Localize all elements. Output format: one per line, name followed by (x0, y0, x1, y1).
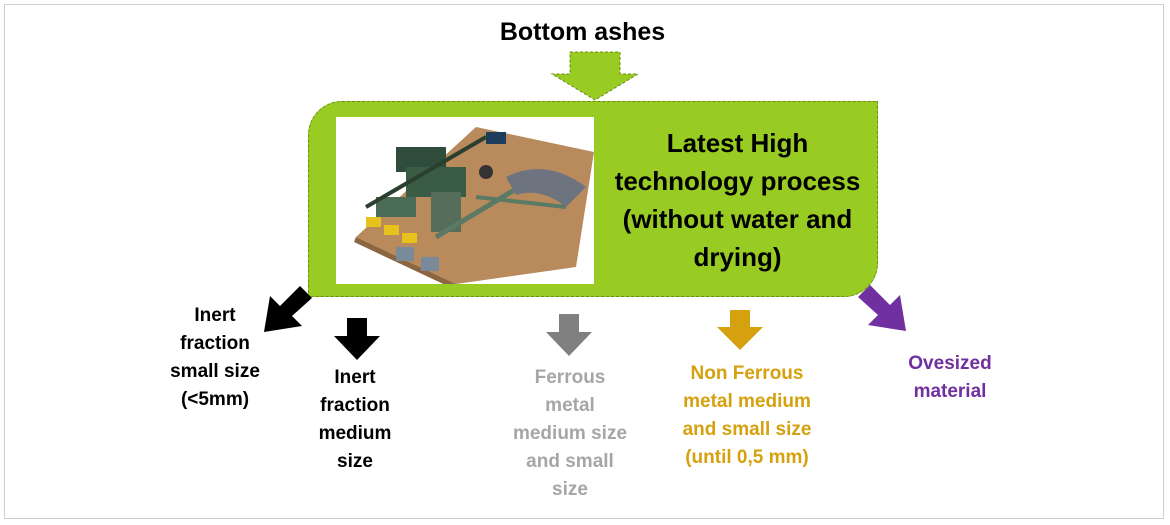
output-label-oversized: Ovesized material (908, 353, 992, 402)
plant-rendering-image (336, 117, 594, 284)
input-title: Bottom ashes (499, 18, 666, 46)
diagram-frame (4, 4, 1164, 519)
diagonal-arrow-icon (858, 285, 906, 331)
diagonal-arrow-icon (264, 286, 312, 332)
process-description: Latest High technology process (without … (614, 128, 861, 272)
down-arrow-icon (717, 310, 763, 350)
output-label-non-ferrous: Non Ferrous metal medium and small size … (682, 363, 812, 468)
down-arrow-icon (334, 318, 380, 360)
output-label-inert-medium: Inert fraction medium size (318, 367, 392, 472)
down-arrow-icon (546, 314, 592, 356)
output-label-inert-small: Inert fraction small size (<5mm) (170, 305, 260, 410)
input-down-arrow-icon (550, 51, 640, 101)
output-label-ferrous: Ferrous metal medium size and small size (512, 367, 628, 500)
